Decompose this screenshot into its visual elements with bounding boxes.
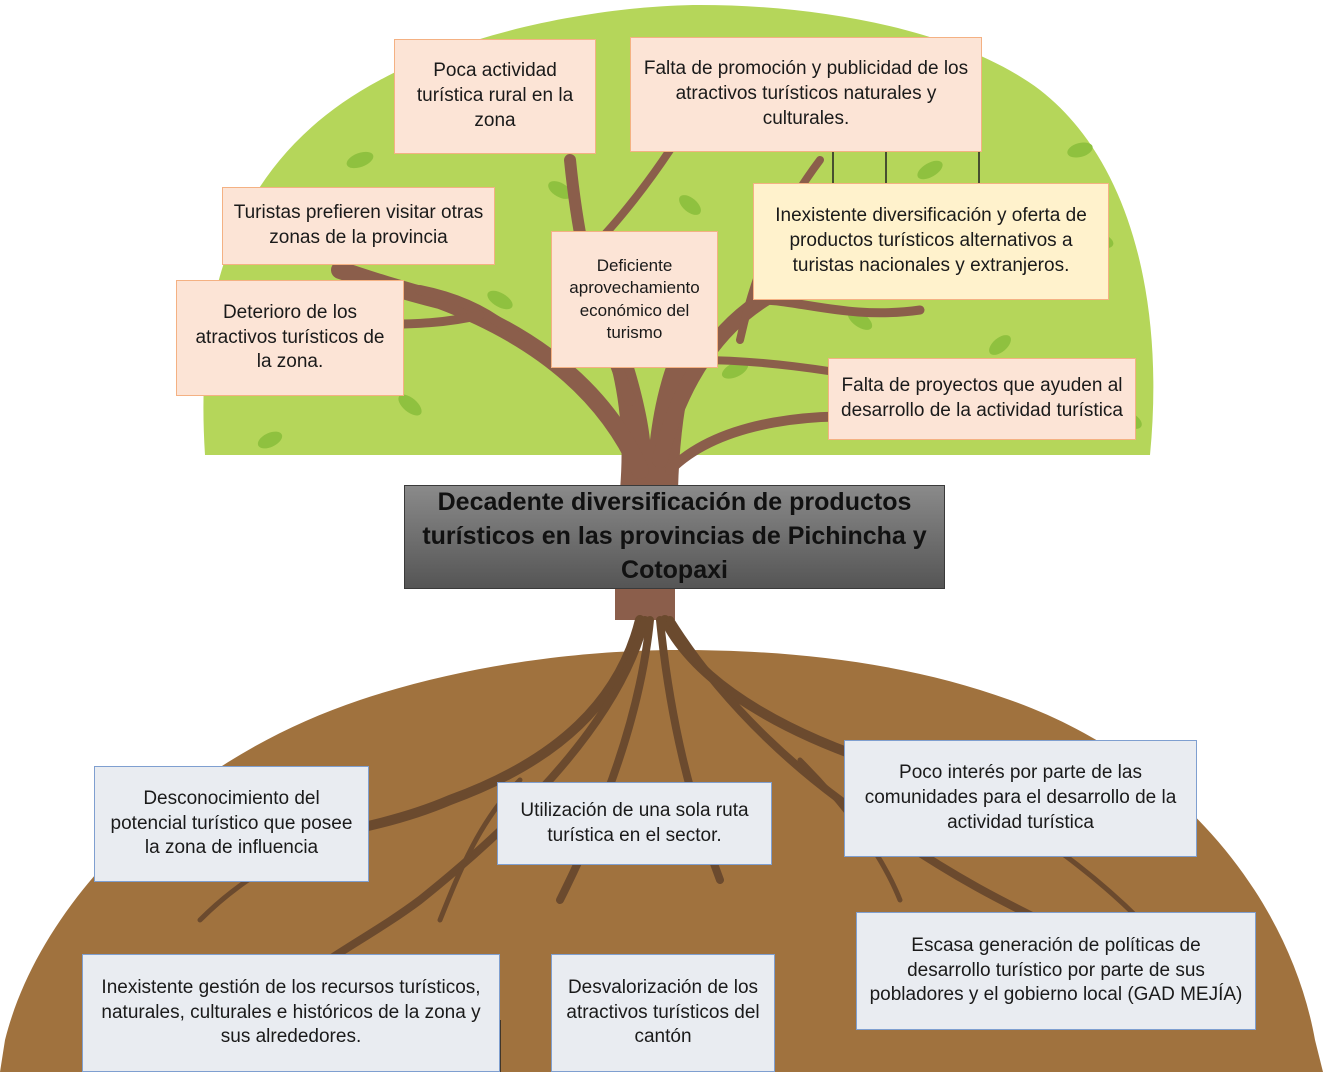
effect-text: Inexistente diversificación y oferta de … [775, 205, 1087, 276]
cause-text: Escasa generación de políticas de desarr… [869, 934, 1243, 1006]
effect-poca-actividad: Poca actividad turística rural en la zon… [394, 39, 596, 154]
effect-text: Poca actividad turística rural en la zon… [416, 60, 574, 131]
effect-turistas-prefieren: Turistas prefieren visitar otras zonas d… [222, 187, 495, 265]
cause-escasa: Escasa generación de políticas de desarr… [856, 912, 1256, 1030]
cause-text: Poco interés por parte de las comunidade… [864, 762, 1177, 833]
cause-inexistente-gestion: Inexistente gestión de los recursos turí… [82, 954, 500, 1072]
effect-text: Deterioro de los atractivos turísticos d… [195, 301, 385, 373]
cause-text: Inexistente gestión de los recursos turí… [101, 976, 481, 1048]
effect-falta-proyectos: Falta de proyectos que ayuden al desarro… [828, 358, 1136, 440]
cause-poco-interes: Poco interés por parte de las comunidade… [844, 740, 1197, 857]
connector-lines [499, 150, 980, 1072]
effect-text: Deficiente aprovechamiento económico del… [569, 256, 700, 342]
effect-deterioro: Deterioro de los atractivos turísticos d… [176, 280, 404, 396]
cause-text: Desconocimiento del potencial turístico … [110, 787, 353, 859]
effect-falta-promocion: Falta de promoción y publicidad de los a… [630, 37, 982, 152]
cause-text: Desvalorización de los atractivos turíst… [566, 976, 760, 1048]
effect-text: Falta de promoción y publicidad de los a… [643, 58, 969, 129]
central-problem-text: Decadente diversificación de productos t… [422, 488, 927, 584]
cause-utilizacion: Utilización de una sola ruta turística e… [497, 782, 772, 865]
cause-text: Utilización de una sola ruta turística e… [520, 799, 749, 846]
effect-text: Falta de proyectos que ayuden al desarro… [841, 375, 1123, 421]
central-problem: Decadente diversificación de productos t… [404, 485, 945, 589]
cause-desvalorizacion: Desvalorización de los atractivos turíst… [551, 954, 775, 1072]
effect-inexistente-diversificacion: Inexistente diversificación y oferta de … [753, 183, 1109, 300]
cause-desconocimiento: Desconocimiento del potencial turístico … [94, 766, 369, 882]
effect-deficiente: Deficiente aprovechamiento económico del… [551, 231, 718, 368]
effect-text: Turistas prefieren visitar otras zonas d… [233, 202, 484, 248]
